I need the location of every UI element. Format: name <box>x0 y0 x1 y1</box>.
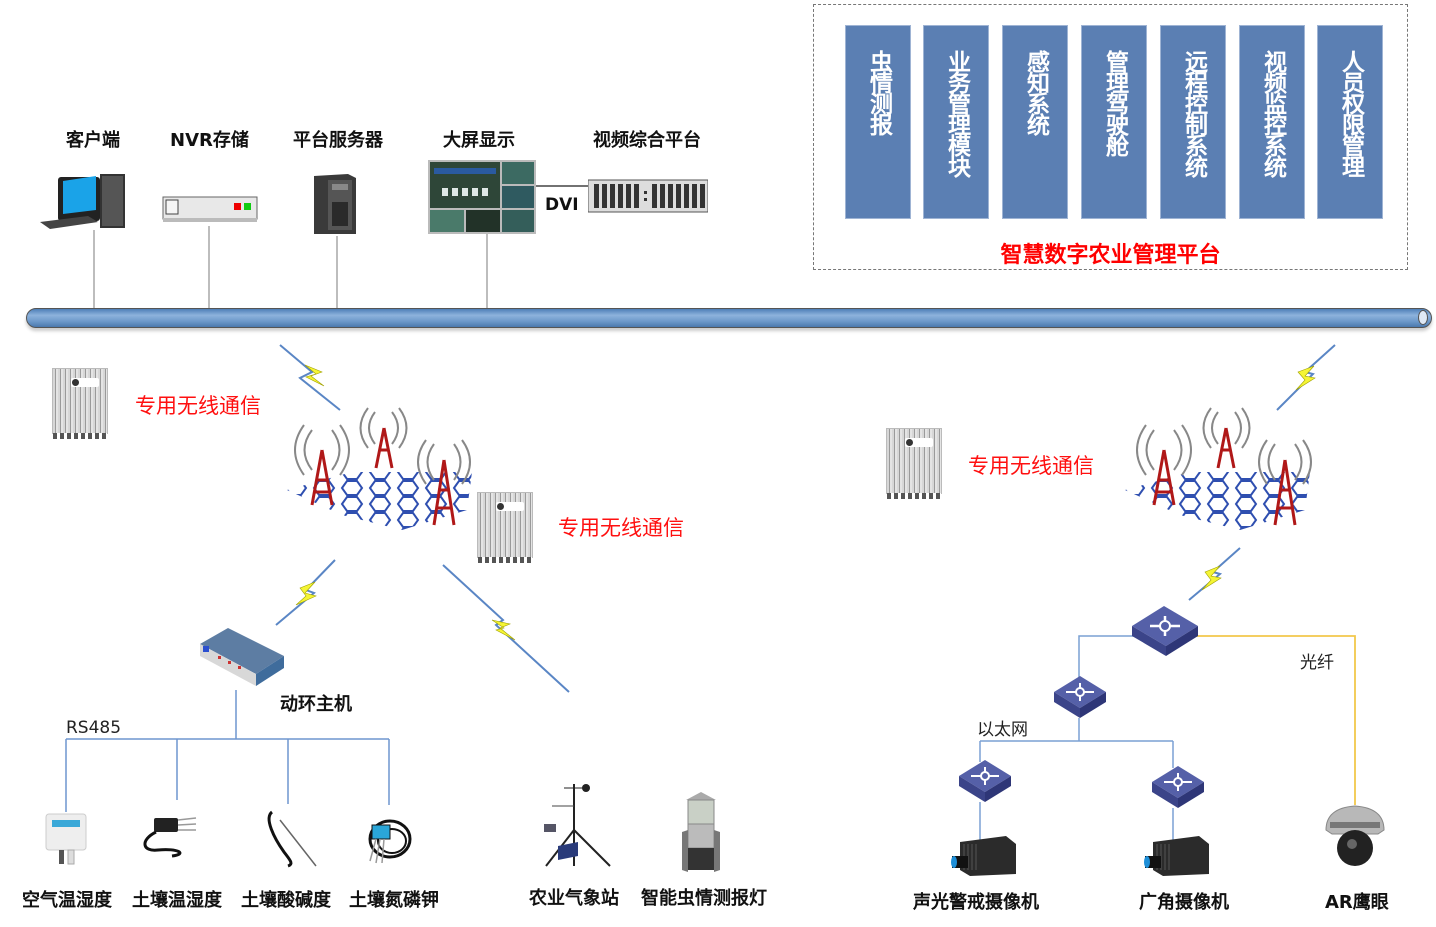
module-permission-management[interactable]: 人员权限管理 <box>1317 25 1383 219</box>
module-business-management[interactable]: 业务管理模块 <box>923 25 989 219</box>
wireless-label: 专用无线通信 <box>135 394 261 418</box>
soil-temp-humidity-sensor-icon[interactable] <box>138 810 200 858</box>
lightning-link <box>1188 547 1241 601</box>
server-label: 平台服务器 <box>293 130 383 151</box>
sensor-label: 土壤温湿度 <box>132 890 222 911</box>
rs485-label: RS485 <box>66 718 122 738</box>
camera-label: 声光警戒摄像机 <box>913 892 1039 913</box>
host-device-icon[interactable] <box>198 626 286 688</box>
nvr-storage-icon[interactable] <box>162 196 258 224</box>
pest-lamp-icon[interactable] <box>680 792 722 874</box>
lightning-link <box>442 564 570 693</box>
wide-angle-camera-icon[interactable] <box>1143 830 1211 878</box>
air-humidity-sensor-icon[interactable] <box>44 812 90 866</box>
sensor-label: 空气温湿度 <box>22 890 112 911</box>
ethernet-lines <box>979 635 1174 840</box>
video-platform-label: 视频综合平台 <box>593 130 701 151</box>
module-pest-monitoring[interactable]: 虫情测报 <box>845 25 911 219</box>
wireless-tower-cluster-icon <box>287 407 472 530</box>
switch-icon[interactable] <box>957 758 1013 804</box>
ethernet-label: 以太网 <box>977 720 1028 740</box>
fiber-line <box>1196 635 1356 805</box>
dvi-label: DVI <box>545 195 579 215</box>
module-sensing-system[interactable]: 感知系统 <box>1002 25 1068 219</box>
lightning-link <box>279 344 341 411</box>
wireless-radio-icon[interactable] <box>886 428 942 499</box>
desktop-computer-icon[interactable] <box>38 172 128 232</box>
module-management-cockpit[interactable]: 管理驾驶舱 <box>1081 25 1147 219</box>
camera-label: 广角摄像机 <box>1139 892 1229 913</box>
bus-end-cap <box>1418 310 1428 325</box>
sensor-label: 土壤氮磷钾 <box>349 890 439 911</box>
platform-title: 智慧数字农业管理平台 <box>1000 243 1221 268</box>
lightning-link <box>275 559 336 626</box>
videowall-label: 大屏显示 <box>443 130 515 151</box>
lightning-link <box>1276 344 1336 411</box>
weather-station-icon[interactable] <box>538 780 616 870</box>
wireless-radio-icon[interactable] <box>52 368 108 439</box>
core-switch-icon[interactable] <box>1130 604 1200 658</box>
platform-box: 虫情测报 业务管理模块 感知系统 管理驾驶舱 远程控制系统 视频监控系统 人员权… <box>813 4 1408 270</box>
wireless-label: 专用无线通信 <box>558 516 684 540</box>
nvr-label: NVR存储 <box>170 130 249 151</box>
rack-platform-icon[interactable] <box>588 178 708 216</box>
host-label: 动环主机 <box>280 694 352 715</box>
wireless-tower-cluster-icon <box>1125 407 1312 530</box>
sensor-label: 土壤酸碱度 <box>241 890 331 911</box>
module-remote-control[interactable]: 远程控制系统 <box>1160 25 1226 219</box>
video-wall-icon[interactable] <box>428 160 536 234</box>
fiber-label: 光纤 <box>1300 653 1334 673</box>
station-label: 智能虫情测报灯 <box>641 888 767 909</box>
wireless-label: 专用无线通信 <box>968 454 1094 478</box>
module-video-surveillance[interactable]: 视频监控系统 <box>1239 25 1305 219</box>
station-label: 农业气象站 <box>529 888 619 909</box>
soil-npk-sensor-icon[interactable] <box>358 805 416 867</box>
ar-eagle-eye-camera-icon[interactable] <box>1320 800 1390 872</box>
camera-label: AR鹰眼 <box>1325 892 1389 913</box>
tower-server-icon[interactable] <box>308 172 362 238</box>
switch-icon[interactable] <box>1150 764 1206 810</box>
network-backbone-bus <box>26 308 1432 328</box>
client-label: 客户端 <box>66 130 120 151</box>
switch-icon[interactable] <box>1052 674 1108 720</box>
soil-ph-sensor-icon[interactable] <box>264 808 322 868</box>
wireless-radio-icon[interactable] <box>477 492 533 563</box>
alarm-camera-icon[interactable] <box>950 830 1018 878</box>
rs485-bus <box>65 690 390 812</box>
